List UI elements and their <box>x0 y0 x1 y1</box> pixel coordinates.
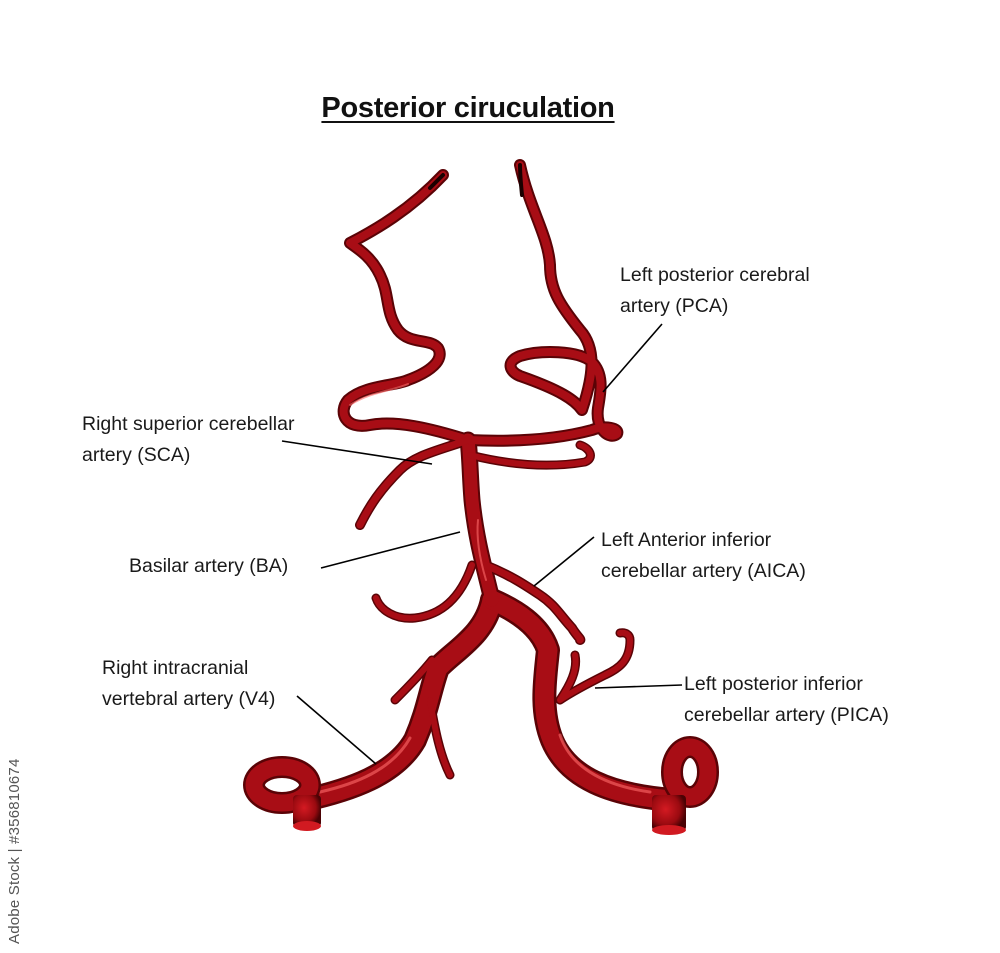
label-left-pica: Left posterior inferior cerebellar arter… <box>684 669 889 731</box>
pica-leader-line <box>594 684 683 689</box>
label-line: Right superior cerebellar <box>82 413 295 435</box>
label-line: artery (PCA) <box>620 295 729 317</box>
label-line: vertebral artery (V4) <box>102 688 276 710</box>
right-vertebral-loop <box>243 756 321 831</box>
label-line: Right intracranial <box>102 657 249 679</box>
label-basilar-artery: Basilar artery (BA) <box>129 551 288 582</box>
label-line: cerebellar artery (PICA) <box>684 704 889 726</box>
pca-leader-line <box>602 323 663 393</box>
left-vertebral-loop <box>652 736 719 835</box>
label-left-aica: Left Anterior inferior cerebellar artery… <box>601 525 806 587</box>
label-line: Left posterior cerebral <box>620 264 810 286</box>
ba-leader-line <box>320 531 461 569</box>
artery-tips <box>428 163 524 197</box>
artery-shadow <box>293 159 684 812</box>
sca-leader-line <box>281 440 433 465</box>
label-line: artery (SCA) <box>82 444 191 466</box>
label-left-pca: Left posterior cerebral artery (PCA) <box>620 260 810 322</box>
artery-body <box>295 161 682 810</box>
label-right-v4: Right intracranial vertebral artery (V4) <box>102 653 275 715</box>
label-line: Left Anterior inferior <box>601 529 772 551</box>
label-right-sca: Right superior cerebellar artery (SCA) <box>82 409 294 471</box>
label-line: cerebellar artery (AICA) <box>601 560 806 582</box>
diagram-title: Posterior ciruculation <box>321 92 615 124</box>
label-line: Left posterior inferior <box>684 673 863 695</box>
label-line: Basilar artery (BA) <box>129 555 289 577</box>
aica-leader-line <box>533 536 595 587</box>
v4-leader-line <box>296 695 377 765</box>
leader-lines <box>281 323 683 765</box>
stock-watermark: Adobe Stock | #356810674 <box>6 758 23 944</box>
artery-highlight <box>318 383 652 794</box>
